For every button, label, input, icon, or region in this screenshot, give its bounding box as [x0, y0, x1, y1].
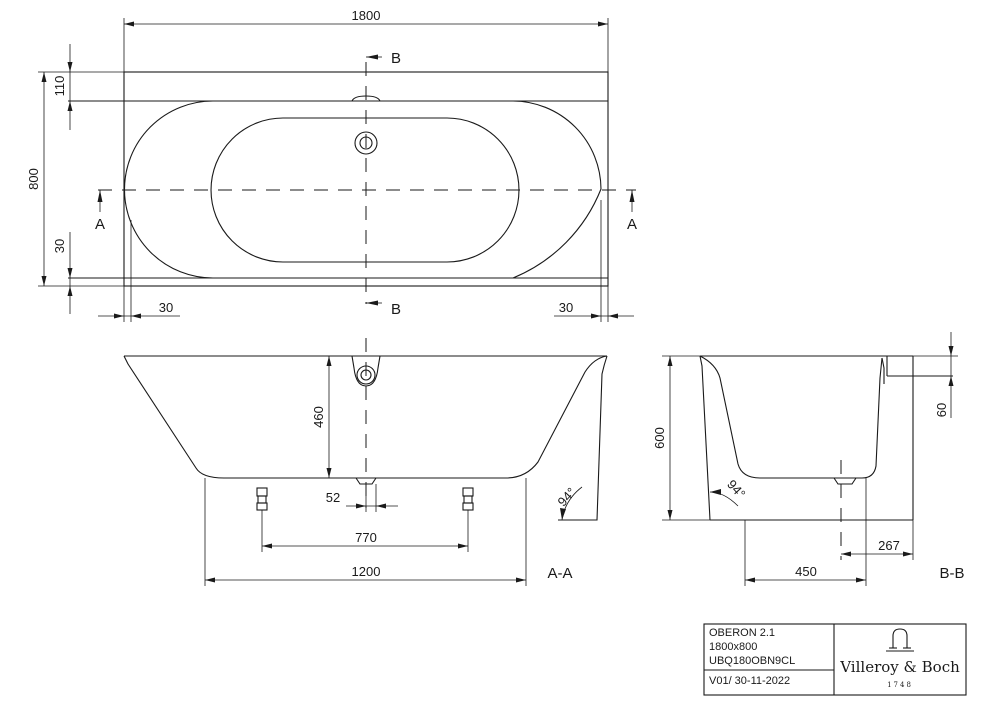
aa-foot-right	[462, 487, 474, 511]
section-marker-a-left: A	[95, 216, 105, 233]
aa-foot-left	[256, 487, 268, 511]
dim-drain-267: 267	[878, 538, 900, 553]
title-version: V01/ 30-11-2022	[709, 675, 790, 687]
dim-depth-460: 460	[311, 406, 326, 428]
dim-angle-aa: 94°	[555, 485, 579, 510]
section-aa-view: 460 52 770 1200 94° A-A	[123, 338, 608, 586]
top-basin-floor	[210, 117, 520, 263]
aa-skirt	[558, 355, 608, 521]
top-basin-outline	[123, 100, 602, 279]
dim-length-1800: 1800	[352, 8, 381, 23]
dim-height-600: 600	[652, 427, 667, 449]
bb-drain	[833, 477, 857, 485]
dim-base-450: 450	[795, 564, 817, 579]
dim-drain-52: 52	[326, 490, 340, 505]
section-marker-a-right: A	[627, 216, 637, 233]
dim-right-30: 30	[559, 300, 573, 315]
top-view: 1800 800 110 30 30 30 A	[26, 8, 637, 322]
brand-name: Villeroy & Boch	[839, 658, 960, 676]
bb-basin-profile	[699, 355, 883, 479]
dim-feet-770: 770	[355, 530, 377, 545]
top-drain	[354, 131, 378, 155]
dim-gap-30: 30	[52, 239, 67, 253]
dim-rim-110: 110	[52, 76, 67, 97]
dim-base-1200: 1200	[352, 564, 381, 579]
section-marker-b-top: B	[391, 50, 401, 67]
faucet-logo-icon	[886, 628, 914, 652]
bb-outer-wall	[699, 355, 711, 521]
section-marker-b-bottom: B	[391, 301, 401, 318]
section-title-aa: A-A	[547, 565, 572, 582]
dim-left-30: 30	[159, 300, 173, 315]
title-size: 1800x800	[709, 641, 757, 653]
title-block: OBERON 2.1 1800x800 UBQ180OBN9CL V01/ 30…	[703, 623, 967, 696]
dim-width-800: 800	[26, 168, 41, 190]
section-bb-view: 600 60 94° 267 450 B-B	[652, 332, 965, 586]
aa-basin-profile	[123, 355, 608, 479]
title-product: OBERON 2.1	[709, 627, 775, 639]
brand-since: 1748	[887, 681, 913, 689]
title-code: UBQ180OBN9CL	[709, 655, 795, 667]
section-title-bb: B-B	[939, 565, 964, 582]
dim-step-60: 60	[934, 403, 949, 417]
